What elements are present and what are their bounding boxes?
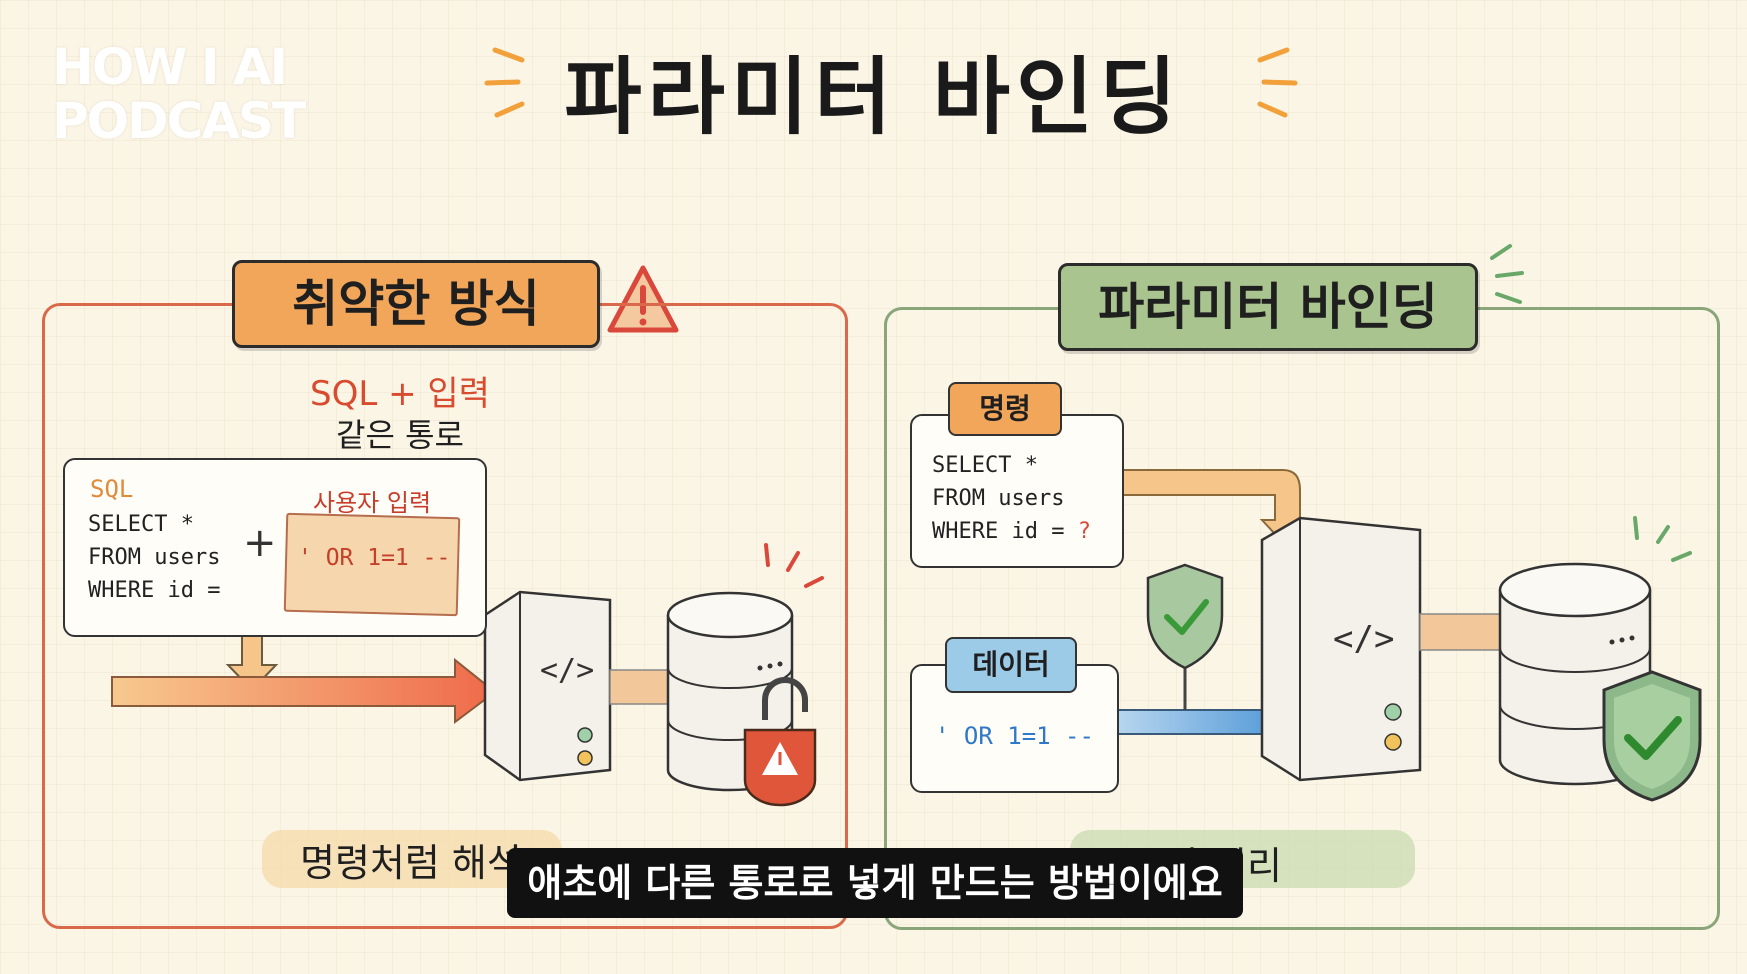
code-line: SELECT * xyxy=(88,512,194,537)
shield-check-icon xyxy=(1602,670,1702,802)
code-line: WHERE id = xyxy=(88,578,221,603)
watermark-line-1: HOW I AI xyxy=(52,38,288,96)
command-box xyxy=(910,414,1124,568)
code-icon: </> xyxy=(540,653,594,688)
padlock-open-icon xyxy=(743,677,817,807)
page-title: 파라미터 바인딩 xyxy=(564,48,1183,146)
vulnerable-banner: 취약한 방식 xyxy=(232,260,600,348)
subtitle-sql-input: SQL + 입력 xyxy=(310,374,490,414)
binding-banner: 파라미터 바인딩 xyxy=(1058,263,1478,351)
plus-sign: + xyxy=(243,520,277,566)
user-input-value: ' OR 1=1 -- xyxy=(298,545,451,571)
code-line-text: WHERE id = xyxy=(932,519,1078,544)
code-icon: </> xyxy=(1333,619,1394,659)
input-flow-arrow-icon xyxy=(111,657,497,724)
subtitle-same-path: 같은 통로 xyxy=(336,416,464,454)
code-line: FROM users xyxy=(88,545,221,570)
data-tag: 데이터 xyxy=(945,637,1077,693)
placeholder-mark: ? xyxy=(1077,519,1091,544)
podcast-watermark: HOW I AI PODCAST xyxy=(52,38,306,150)
code-line: SELECT * xyxy=(932,453,1038,478)
user-input-label: 사용자 입력 xyxy=(313,489,432,517)
title-sparkle-left-icon xyxy=(484,47,525,118)
sql-code: SELECT * FROM users WHERE id = xyxy=(88,508,220,607)
command-code: SELECT * FROM users WHERE id = ? xyxy=(932,449,1091,548)
code-line: WHERE id = ? xyxy=(932,515,1091,548)
title-sparkle-right-icon xyxy=(1257,47,1298,118)
video-caption: 애초에 다른 통로로 넣게 만드는 방법이에요 xyxy=(507,848,1243,918)
code-line: FROM users xyxy=(932,486,1065,511)
alert-sparks-icon xyxy=(764,543,824,588)
left-bottom-label: 명령처럼 해석 xyxy=(300,841,522,885)
shield-check-icon xyxy=(1146,563,1224,710)
warning-icon xyxy=(607,265,679,333)
sql-label: SQL xyxy=(90,475,134,503)
server-icon: </> xyxy=(1260,516,1422,782)
server-icon: </> xyxy=(483,590,612,782)
data-value: ' OR 1=1 -- xyxy=(935,722,1094,750)
sparkle-icon xyxy=(1490,244,1524,304)
safe-sparks-icon xyxy=(1633,516,1692,562)
watermark-line-2: PODCAST xyxy=(52,92,306,150)
command-flow-arrow-icon xyxy=(1119,469,1318,550)
command-tag: 명령 xyxy=(948,382,1062,436)
highlight-brush-left xyxy=(262,830,562,888)
